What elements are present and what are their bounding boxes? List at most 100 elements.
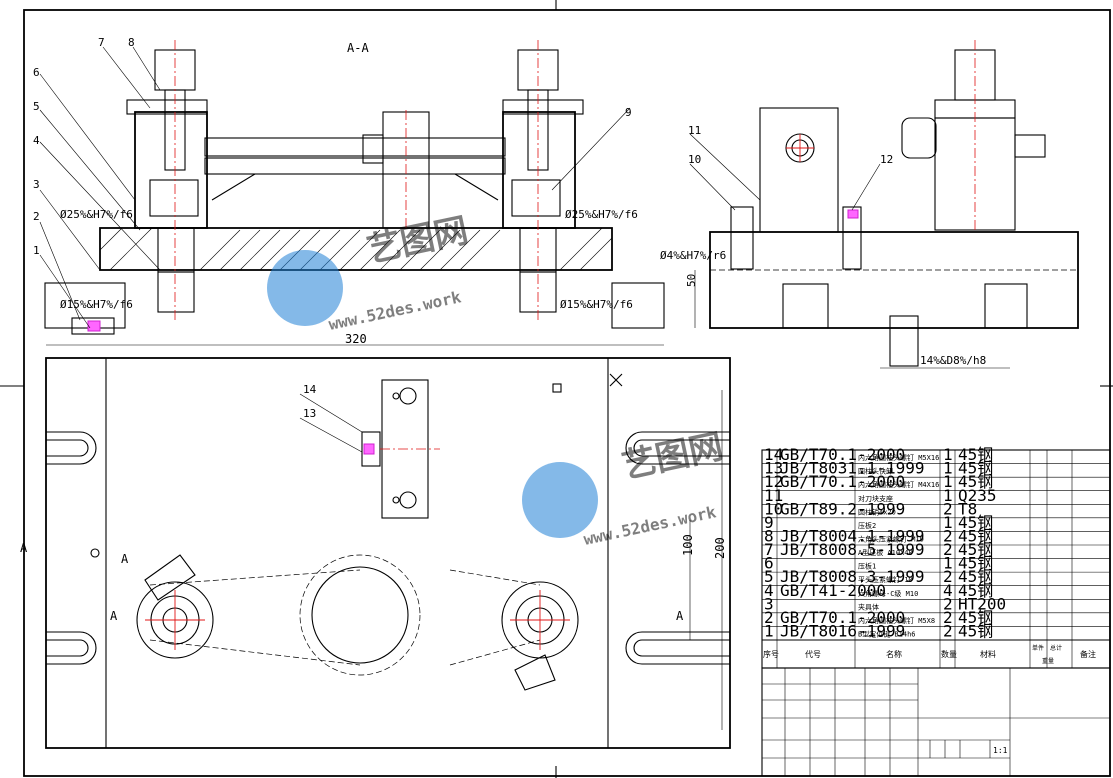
- bom-cell-std: GB/T41-2000: [780, 581, 886, 600]
- bom-cell-mat: 45钢: [958, 459, 993, 478]
- bom-cell-mat: 45钢: [958, 581, 993, 600]
- bom-cell-name: 六角螺母-C级 M10: [858, 589, 918, 598]
- bom-cell-std: JB/T8008.3-1999: [780, 567, 925, 586]
- fit-right-lower: Ø15%&H7%/f6: [560, 298, 633, 311]
- bom-header-name: 名称: [886, 649, 902, 659]
- section-mark-a-right: A: [676, 609, 684, 623]
- watermark: 艺图网 www.52des.work 艺图网 www.52des.work: [267, 210, 727, 549]
- bom-cell-mat: 45钢: [958, 621, 993, 640]
- callout-2: 2: [33, 210, 40, 223]
- callout-1: 1: [33, 244, 40, 257]
- watermark-brand-2: 艺图网: [619, 426, 727, 486]
- callout-9: 9: [625, 106, 632, 119]
- bom-cell-qty: 2: [943, 608, 953, 627]
- plan-view: 320 200 100: [20, 332, 731, 749]
- fit-side-key: 14%&D8%/h8: [920, 354, 986, 367]
- bom-cell-mat: 45钢: [958, 540, 993, 559]
- side-view: 11 10 12 Ø4%&H7%/r6 50 14%&D8%/h8: [660, 40, 1079, 369]
- bom-cell-mat: T8: [958, 499, 977, 518]
- bom-cell-std: GB/T70.1-2000: [780, 445, 905, 464]
- fit-side-pin: Ø4%&H7%/r6: [660, 249, 726, 262]
- bom-cell-name: 六角头压紧螺钉 M10: [858, 534, 924, 543]
- bom-cell-no: 8: [764, 526, 774, 545]
- bom-cell-name: 对刀块支座: [858, 494, 893, 503]
- callout-6: 6: [33, 66, 40, 79]
- bom-cell-qty: 1: [943, 472, 953, 491]
- dim-length: 320: [345, 332, 367, 346]
- bom-cell-mat: Q235: [958, 486, 997, 505]
- bom-header-weight: 重量: [1042, 657, 1054, 665]
- bom-cell-qty: 2: [943, 499, 953, 518]
- bom-header-single: 单件: [1032, 644, 1044, 652]
- bom-header-remark: 备注: [1080, 649, 1096, 659]
- callout-8: 8: [128, 36, 135, 49]
- bom-cell-no: 2: [764, 608, 774, 627]
- bom-cell-qty: 2: [943, 540, 953, 559]
- bom-cell-qty: 1: [943, 445, 953, 464]
- bom-header-no: 序号: [763, 649, 779, 659]
- bom-cell-name: 内六角圆柱头螺钉 M5X16: [858, 453, 939, 462]
- bom-cell-name: 夹具体: [858, 602, 879, 611]
- bom-cell-std: JB/T8004.1-1999: [780, 526, 925, 545]
- bom-cell-mat: 45钢: [958, 526, 993, 545]
- bom-cell-std: JB/T8008.5-1999: [780, 540, 925, 559]
- bom-cell-qty: 2: [943, 567, 953, 586]
- callout-numbers: 8 7 6 5 4 3 2 1 9: [33, 36, 632, 257]
- bom-cell-no: 9: [764, 513, 774, 532]
- bom-cell-no: 6: [764, 554, 774, 573]
- bom-cell-name: 内六角圆柱头螺钉 M4X16: [858, 480, 939, 489]
- callout-3: 3: [33, 178, 40, 191]
- bom-cell-no: 5: [764, 567, 774, 586]
- bom-cell-std: GB/T89.2-1999: [780, 499, 905, 518]
- bom-cell-name: 压板2: [858, 521, 876, 530]
- bom-cell-mat: HT200: [958, 594, 1006, 613]
- bom-cell-mat: 45钢: [958, 608, 993, 627]
- bom-cell-qty: 2: [943, 594, 953, 613]
- section-title: A-A: [347, 41, 369, 55]
- bom-cell-qty: 1: [943, 554, 953, 573]
- bom-cell-no: 12: [764, 472, 783, 491]
- bom-cell-no: 10: [764, 499, 783, 518]
- callout-4: 4: [33, 134, 40, 147]
- bom-cell-std: JB/T8016-1999: [780, 621, 905, 640]
- callout-12: 12: [880, 153, 893, 166]
- title-block: 1:1: [761, 667, 1111, 777]
- bom-cell-std: JB/T8031.1-1999: [780, 459, 925, 478]
- bom-cell-name: 圆柱销4x20: [858, 507, 896, 516]
- section-mark-a-left-top: A: [20, 541, 28, 555]
- bom-cell-name: 内六角圆柱头螺钉 M5X8: [858, 616, 935, 625]
- dim-width: 200: [713, 537, 727, 559]
- section-view-a-a: A-A: [33, 36, 665, 335]
- fit-left-upper: Ø25%&H7%/f6: [60, 208, 133, 221]
- section-mark-a-left: A: [110, 609, 118, 623]
- bom-cell-mat: 45钢: [958, 472, 993, 491]
- bom-cell-no: 1: [764, 621, 774, 640]
- bom-cell-qty: 4: [943, 581, 953, 600]
- bom-header-mat: 材料: [980, 649, 996, 659]
- bom-cell-name: A型压板 A10X40: [858, 548, 913, 557]
- bom-cell-qty: 1: [943, 513, 953, 532]
- base-hatch: [99, 227, 613, 271]
- bom-cell-mat: 45钢: [958, 554, 993, 573]
- bom-cell-std: GB/T70.1-2000: [780, 472, 905, 491]
- bom-cell-mat: 45钢: [958, 513, 993, 532]
- watermark-url-1: www.52des.work: [327, 287, 463, 334]
- callout-14: 14: [303, 383, 317, 396]
- callout-11: 11: [688, 124, 701, 137]
- bom-header-qty: 数量: [941, 649, 957, 659]
- bom-cell-qty: 1: [943, 459, 953, 478]
- bom-cell-no: 13: [764, 459, 783, 478]
- scale-value: 1:1: [993, 746, 1008, 755]
- watermark-url-2: www.52des.work: [582, 502, 718, 549]
- bom-cell-no: 3: [764, 594, 774, 613]
- bom-cell-qty: 1: [943, 486, 953, 505]
- bom-cell-qty: 2: [943, 526, 953, 545]
- bom-cell-no: 7: [764, 540, 774, 559]
- bom-cell-mat: 45钢: [958, 445, 993, 464]
- fit-left-lower: Ø15%&H7%/f6: [60, 298, 133, 311]
- bom-cell-name: 压板1: [858, 562, 876, 571]
- watermark-brand-1: 艺图网: [364, 210, 472, 270]
